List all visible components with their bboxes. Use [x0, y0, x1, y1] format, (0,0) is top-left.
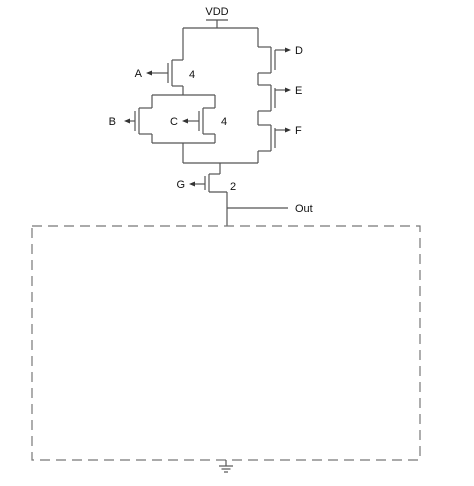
gate-arrow-icon: [182, 118, 188, 124]
gate-label-c: C: [170, 116, 178, 128]
transistor-e: E: [258, 84, 302, 112]
merge-bus: [183, 162, 258, 174]
gate-label-a: A: [135, 68, 143, 80]
vdd-label: VDD: [205, 6, 228, 18]
size-label-c: 4: [221, 116, 227, 128]
top-bus: [182, 27, 259, 60]
ground-icon: [219, 460, 233, 473]
transistor-d: D: [258, 45, 303, 74]
output-node: Out: [226, 192, 313, 226]
gate-arrow-icon: [189, 181, 195, 187]
gate-arrow-icon: [146, 70, 152, 76]
vdd-rail: VDD: [205, 6, 229, 28]
size-label-g: 2: [230, 181, 236, 193]
transistor-b: B: [109, 107, 152, 135]
transistor-a: A 4: [135, 59, 195, 95]
gate-label-e: E: [295, 85, 302, 97]
gate-label-f: F: [295, 125, 302, 137]
gate-arrow-icon: [285, 47, 291, 53]
pulldown-network-box: [31, 225, 421, 461]
parallel-bc: [151, 94, 216, 163]
gate-label-d: D: [295, 45, 303, 57]
transistor-g: G 2: [176, 173, 236, 193]
gate-arrow-icon: [285, 87, 291, 93]
gate-arrow-icon: [285, 127, 291, 133]
gate-arrow-icon: [124, 118, 130, 124]
out-label: Out: [295, 203, 313, 215]
transistor-f: F: [258, 124, 302, 152]
gate-label-b: B: [109, 116, 116, 128]
gate-label-g: G: [176, 179, 185, 191]
size-label-a: 4: [189, 69, 195, 81]
transistor-c: C 4: [170, 107, 227, 135]
